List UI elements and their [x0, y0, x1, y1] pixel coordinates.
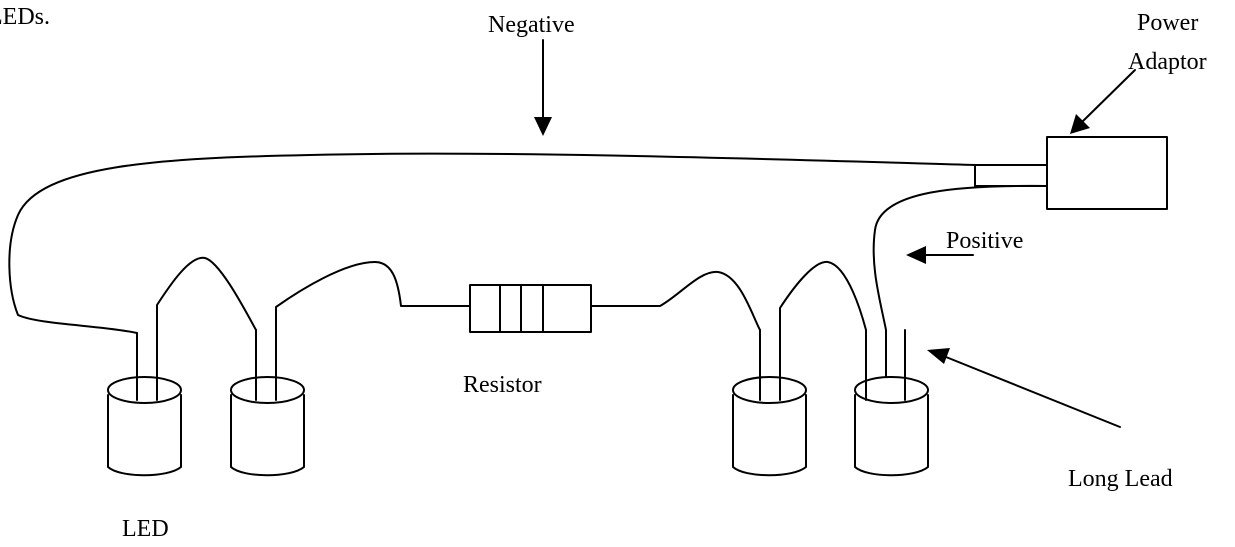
label-power-adaptor-line1: Power [1137, 10, 1198, 36]
negative-wire [8, 152, 976, 396]
label-long-lead: Long Lead [1068, 466, 1173, 492]
heading-fragment: LEDs. [0, 4, 50, 30]
resistor-body [469, 284, 592, 333]
label-resistor: Resistor [463, 372, 542, 398]
led-1 [107, 376, 182, 477]
label-negative: Negative [488, 12, 575, 38]
led3-lead-right [779, 260, 867, 396]
label-led: LED [122, 516, 169, 542]
led-4 [854, 376, 929, 477]
positive-arrow [906, 246, 974, 264]
negative-arrow [534, 39, 552, 136]
led-2 [230, 376, 305, 477]
label-power-adaptor-line2: Adaptor [1128, 49, 1207, 75]
label-positive: Positive [946, 228, 1023, 254]
led-3 [732, 376, 807, 477]
led2-lead-right [275, 261, 471, 396]
resistor-to-led3-wire [590, 270, 761, 396]
positive-wire [872, 184, 1048, 396]
power-adaptor-arrow [1070, 69, 1136, 134]
led1-lead-right [156, 256, 257, 396]
power-adaptor-box [1046, 136, 1168, 210]
long-lead-arrow [927, 348, 1121, 428]
